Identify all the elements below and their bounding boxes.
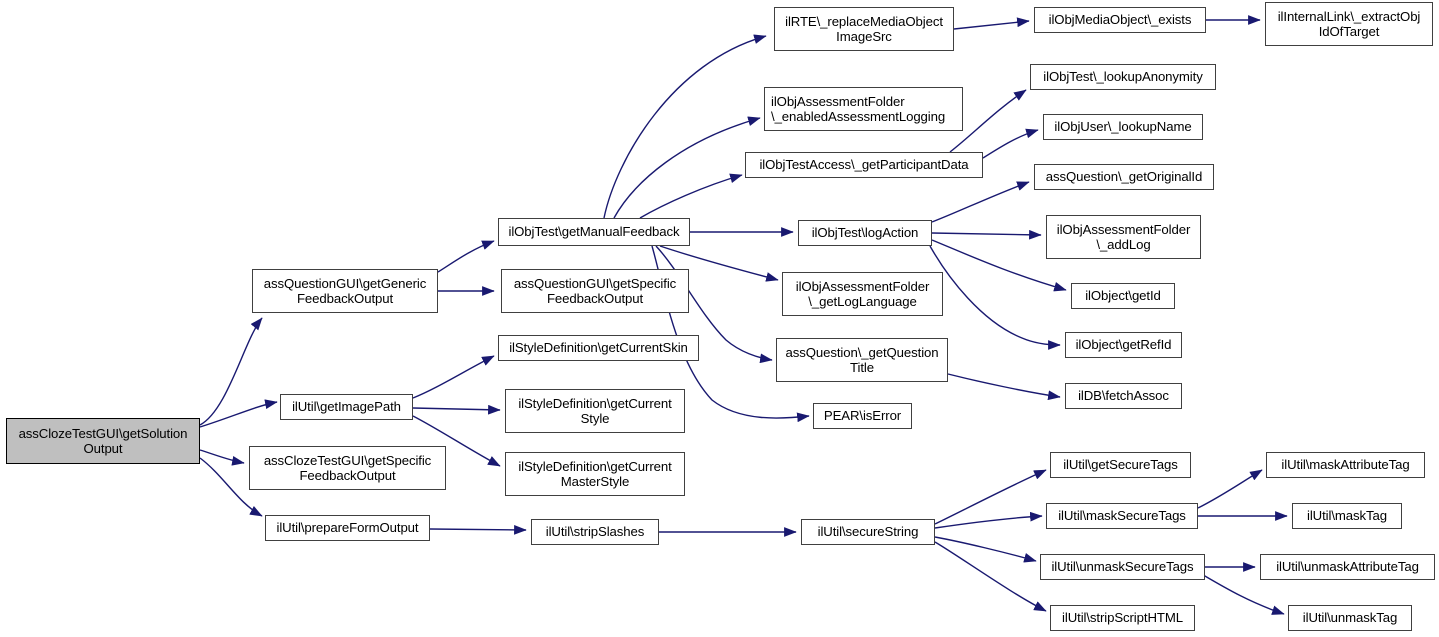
graph-edge-n25-to-n26 [429, 524, 527, 535]
graph-node-n23[interactable]: ilUtil\getImagePath [280, 394, 413, 420]
graph-node-n28[interactable]: ilUtil\getSecureTags [1050, 452, 1191, 478]
graph-edge-n3-to-n4 [603, 34, 767, 219]
graph-edge-n7-to-n18 [929, 245, 1061, 350]
graph-node-n11[interactable]: ilObjMediaObject\_exists [1034, 7, 1206, 33]
graph-node-n34[interactable]: ilUtil\unmaskAttributeTag [1260, 554, 1435, 580]
graph-node-n9[interactable]: assQuestion\_getQuestion Title [776, 338, 948, 382]
graph-edge-n29-to-n32 [1197, 469, 1263, 509]
graph-node-n8[interactable]: ilObjAssessmentFolder \_getLogLanguage [782, 272, 943, 316]
graph-node-n21[interactable]: ilStyleDefinition\getCurrent Style [505, 389, 685, 433]
graph-edge-n0-to-n24 [199, 449, 245, 466]
graph-node-n2[interactable]: assQuestionGUI\getSpecific FeedbackOutpu… [501, 269, 689, 313]
graph-edge-n0-to-n23 [199, 399, 278, 428]
graph-node-n25[interactable]: ilUtil\prepareFormOutput [265, 515, 430, 541]
graph-node-n5[interactable]: ilObjAssessmentFolder \_enabledAssessmen… [764, 87, 963, 131]
graph-edge-n27-to-n30 [934, 536, 1037, 563]
graph-node-n27[interactable]: ilUtil\secureString [801, 519, 935, 545]
graph-node-n14[interactable]: ilObjUser\_lookupName [1043, 114, 1203, 140]
graph-node-n13[interactable]: ilObjTest\_lookupAnonymity [1030, 64, 1216, 90]
graph-node-n0[interactable]: assClozeTestGUI\getSolution Output [6, 418, 200, 464]
graph-node-n1[interactable]: assQuestionGUI\getGeneric FeedbackOutput [252, 269, 438, 313]
graph-node-n7[interactable]: ilObjTest\logAction [798, 220, 932, 246]
graph-edge-n23-to-n20 [412, 355, 495, 399]
graph-node-n15[interactable]: assQuestion\_getOriginalId [1034, 164, 1214, 190]
graph-edge-n7-to-n15 [931, 181, 1030, 223]
graph-node-n16[interactable]: ilObjAssessmentFolder \_addLog [1046, 215, 1201, 259]
graph-node-n4[interactable]: ilRTE\_replaceMediaObject ImageSrc [774, 7, 954, 51]
graph-edge-n3-to-n6 [639, 173, 743, 219]
graph-node-n26[interactable]: ilUtil\stripSlashes [531, 519, 659, 545]
graph-edge-n7-to-n16 [931, 229, 1042, 240]
graph-node-n29[interactable]: ilUtil\maskSecureTags [1046, 503, 1198, 529]
graph-node-n19[interactable]: ilDB\fetchAssoc [1065, 383, 1182, 409]
graph-node-n20[interactable]: ilStyleDefinition\getCurrentSkin [498, 335, 699, 361]
graph-node-n22[interactable]: ilStyleDefinition\getCurrent MasterStyle [505, 452, 685, 496]
graph-edge-n1-to-n3 [437, 240, 495, 273]
graph-edge-n4-to-n11 [953, 17, 1030, 30]
graph-node-n35[interactable]: ilUtil\unmaskTag [1288, 605, 1412, 631]
graph-node-n3[interactable]: ilObjTest\getManualFeedback [498, 218, 690, 246]
graph-node-n31[interactable]: ilUtil\stripScriptHTML [1050, 605, 1195, 631]
graph-node-n17[interactable]: ilObject\getId [1071, 283, 1175, 309]
graph-node-n12[interactable]: ilInternalLink\_extractObj IdOfTarget [1265, 2, 1433, 46]
graph-edge-n27-to-n31 [934, 541, 1047, 612]
graph-edge-n27-to-n29 [934, 511, 1043, 529]
graph-edge-n0-to-n1 [199, 317, 263, 426]
graph-node-n32[interactable]: ilUtil\maskAttributeTag [1266, 452, 1425, 478]
graph-edge-n27-to-n28 [934, 469, 1047, 525]
graph-edge-n23-to-n21 [412, 404, 501, 415]
graph-node-n24[interactable]: assClozeTestGUI\getSpecific FeedbackOutp… [249, 446, 446, 490]
graph-node-n33[interactable]: ilUtil\maskTag [1292, 503, 1402, 529]
graph-edge-n6-to-n14 [982, 128, 1039, 159]
graph-edge-n9-to-n19 [947, 373, 1061, 401]
graph-node-n6[interactable]: ilObjTestAccess\_getParticipantData [745, 152, 983, 178]
graph-edge-n3-to-n5 [613, 116, 761, 219]
graph-node-n10[interactable]: PEAR\isError [813, 403, 912, 429]
graph-node-n18[interactable]: ilObject\getRefId [1065, 332, 1182, 358]
graph-node-n30[interactable]: ilUtil\unmaskSecureTags [1040, 554, 1205, 580]
